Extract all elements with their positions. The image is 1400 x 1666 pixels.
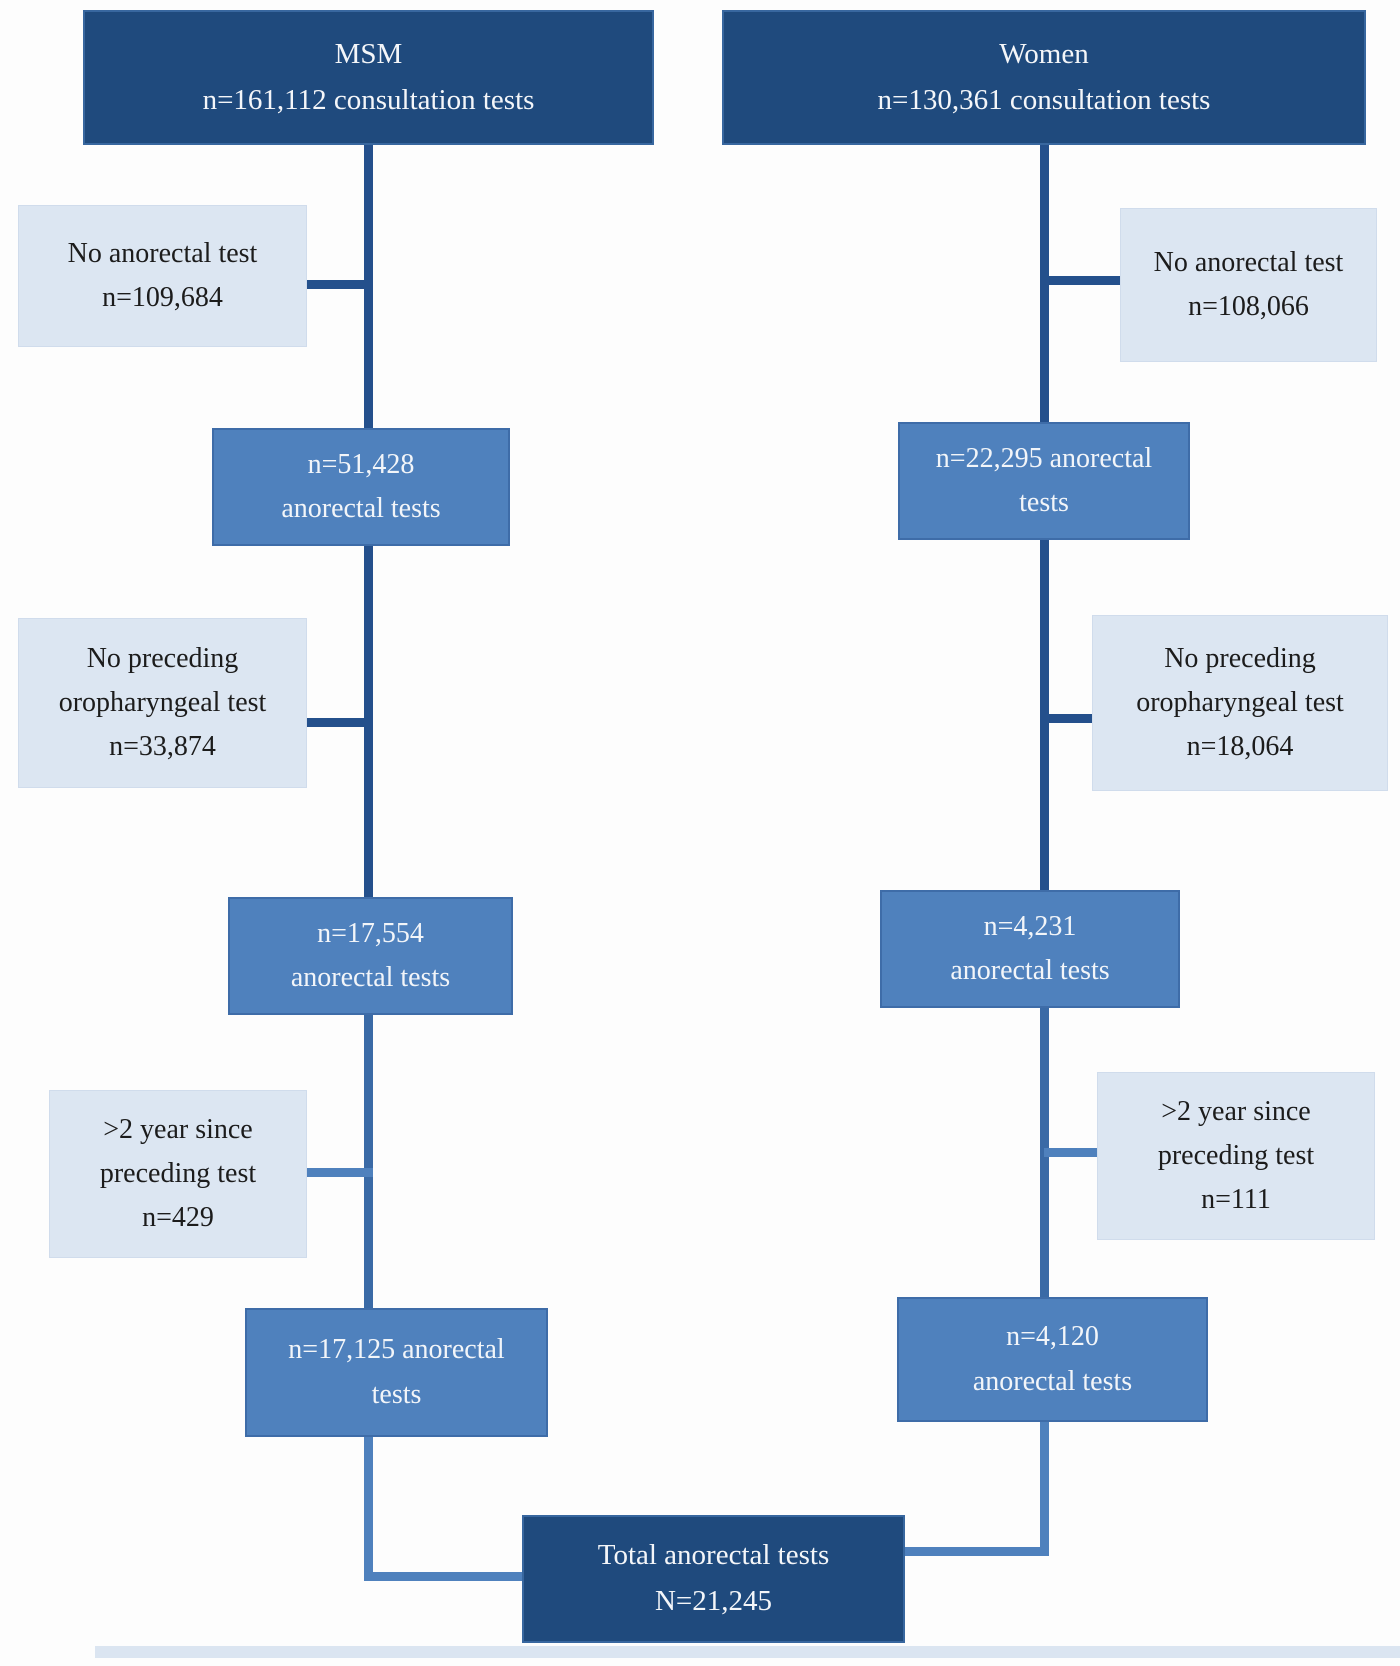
msm-header-count: n=161,112 consultation tests xyxy=(202,83,535,116)
women-header-title: Women xyxy=(999,37,1089,70)
msm-count-box-3: n=17,125 anorectal tests xyxy=(245,1308,548,1437)
exclusion-label: No preceding xyxy=(86,642,239,674)
exclusion-label: oropharyngeal test xyxy=(1136,686,1344,718)
exclusion-label: >2 year since xyxy=(1161,1095,1311,1127)
women-count-box-3: n=4,120 anorectal tests xyxy=(897,1297,1208,1422)
women-exclusion-box-3: >2 year since preceding test n=111 xyxy=(1097,1072,1375,1240)
count-value: n=22,295 anorectal xyxy=(935,442,1153,474)
count-value: n=4,120 xyxy=(1006,1321,1099,1353)
exclusion-count: n=108,066 xyxy=(1188,291,1309,322)
exclusion-label: preceding test xyxy=(1157,1139,1315,1171)
women-header-count: n=130,361 consultation tests xyxy=(877,83,1211,116)
women-exclusion-box-2: No preceding oropharyngeal test n=18,064 xyxy=(1092,615,1388,791)
count-value: n=17,125 anorectal xyxy=(288,1334,505,1366)
msm-connector-vertical-3 xyxy=(364,1015,373,1308)
women-exclusion-box-1: No anorectal test n=108,066 xyxy=(1120,208,1377,362)
count-value: n=4,231 xyxy=(983,910,1077,942)
count-label: tests xyxy=(371,1378,422,1410)
msm-count-box-2: n=17,554 anorectal tests xyxy=(228,897,513,1015)
total-label: Total anorectal tests xyxy=(597,1539,830,1572)
women-connector-stub-2 xyxy=(1044,714,1092,723)
msm-header-box: MSM n=161,112 consultation tests xyxy=(83,10,654,145)
msm-exclusion-box-1: No anorectal test n=109,684 xyxy=(18,205,307,347)
bottom-divider-bar xyxy=(95,1646,1400,1658)
msm-header-title: MSM xyxy=(334,37,403,70)
msm-connector-stub-1 xyxy=(300,280,373,289)
exclusion-label: No preceding xyxy=(1164,642,1316,674)
women-connector-elbow-horizontal xyxy=(905,1547,1049,1556)
total-box: Total anorectal tests N=21,245 xyxy=(522,1515,905,1643)
msm-connector-stub-3 xyxy=(303,1168,373,1177)
count-label: anorectal tests xyxy=(972,1365,1133,1397)
msm-connector-elbow-vertical xyxy=(364,1437,373,1581)
exclusion-count: n=18,064 xyxy=(1186,731,1294,763)
women-connector-stub-1 xyxy=(1044,276,1120,285)
msm-connector-stub-2 xyxy=(300,718,373,727)
women-count-box-2: n=4,231 anorectal tests xyxy=(880,890,1180,1008)
women-header-box: Women n=130,361 consultation tests xyxy=(722,10,1366,145)
msm-connector-elbow-horizontal xyxy=(364,1572,522,1581)
exclusion-label: >2 year since xyxy=(103,1113,253,1145)
women-connector-stub-3 xyxy=(1044,1148,1097,1157)
exclusion-label: No anorectal test xyxy=(67,237,258,269)
count-label: anorectal tests xyxy=(290,962,451,993)
exclusion-count: n=33,874 xyxy=(109,731,216,763)
women-count-box-1: n=22,295 anorectal tests xyxy=(898,422,1190,540)
exclusion-label: oropharyngeal test xyxy=(58,686,267,718)
msm-exclusion-box-2: No preceding oropharyngeal test n=33,874 xyxy=(18,618,307,788)
total-count: N=21,245 xyxy=(654,1585,773,1617)
count-value: n=51,428 xyxy=(307,448,415,480)
count-label: tests xyxy=(1019,487,1069,518)
exclusion-label: preceding test xyxy=(99,1157,257,1189)
msm-exclusion-box-3: >2 year since preceding test n=429 xyxy=(49,1090,307,1258)
count-label: anorectal tests xyxy=(950,955,1110,986)
count-label: anorectal tests xyxy=(281,493,441,524)
exclusion-count: n=111 xyxy=(1201,1184,1271,1216)
count-value: n=17,554 xyxy=(317,917,424,949)
exclusion-count: n=429 xyxy=(142,1202,214,1234)
exclusion-count: n=109,684 xyxy=(102,282,223,313)
women-connector-elbow-vertical xyxy=(1040,1422,1049,1556)
exclusion-label: No anorectal test xyxy=(1153,246,1344,278)
msm-count-box-1: n=51,428 anorectal tests xyxy=(212,428,510,546)
